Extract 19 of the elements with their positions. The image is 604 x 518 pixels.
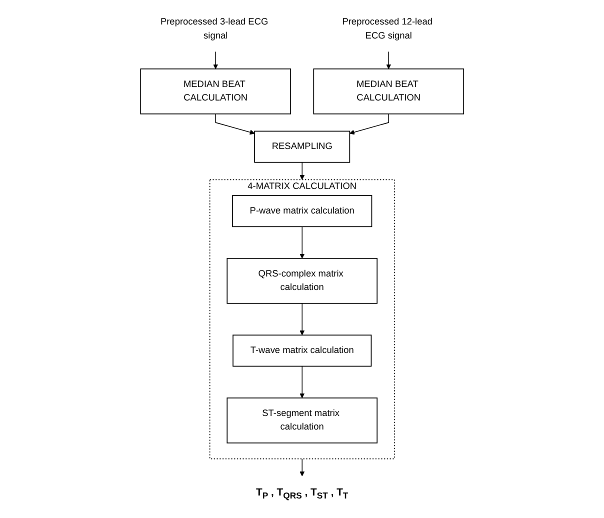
node-box: T-wave matrix calculation bbox=[232, 334, 372, 367]
node-box: MEDIAN BEAT CALCULATION bbox=[313, 68, 464, 114]
arrow bbox=[212, 51, 218, 70]
arrow bbox=[386, 51, 392, 70]
arrow bbox=[215, 114, 255, 135]
node-box: ST-segment matrix calculation bbox=[226, 398, 378, 444]
node-text: T$_{P}$ , T$_{QRS}$ , T$_{ST}$ , T$_{T}$ bbox=[256, 486, 348, 501]
node-box: MEDIAN BEAT CALCULATION bbox=[140, 68, 291, 114]
node-box: P-wave matrix calculation bbox=[232, 195, 372, 228]
arrow bbox=[299, 162, 305, 180]
arrow bbox=[349, 114, 389, 135]
arrow bbox=[299, 303, 305, 336]
node-text: Preprocessed 3-lead ECG signal bbox=[160, 17, 268, 41]
arrow bbox=[299, 366, 305, 398]
node-text: Preprocessed 12-lead ECG signal bbox=[342, 17, 432, 41]
arrow bbox=[299, 458, 305, 476]
node-box: QRS-complex matrix calculation bbox=[226, 258, 378, 304]
arrow bbox=[299, 226, 305, 259]
node-box: RESAMPLING bbox=[254, 130, 350, 163]
